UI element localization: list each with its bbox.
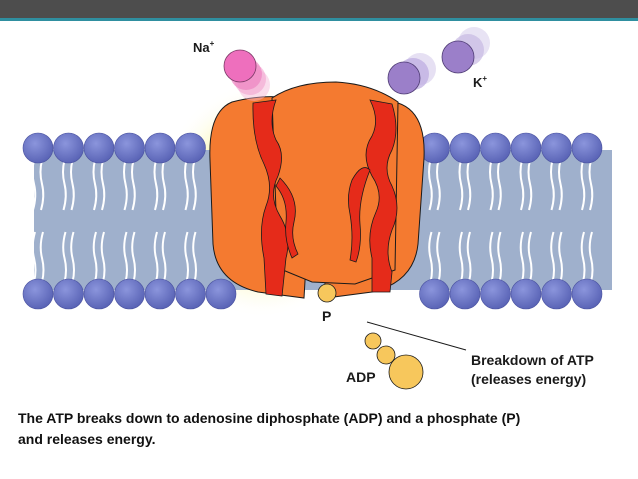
lipid-tail: [550, 231, 555, 283]
lipid-tail: [580, 159, 586, 211]
lipid-tail: [192, 159, 197, 211]
phosphate-label: P: [322, 308, 332, 324]
caption: The ATP breaks down to adenosine diphosp…: [18, 408, 618, 450]
lipid-tail: [62, 159, 67, 211]
lipid-head: [449, 132, 481, 164]
breakdown-label-line1: Breakdown of ATP: [471, 352, 594, 368]
lipid-tail: [153, 159, 159, 211]
lipid-tail: [458, 231, 464, 283]
lipid-tail: [436, 231, 441, 283]
sodium-ion: [223, 49, 270, 101]
lipid-head: [83, 132, 115, 164]
lipid-tail: [100, 159, 106, 211]
lipid-tail: [588, 159, 594, 211]
adp-label: ADP: [346, 369, 376, 385]
lipid-tail: [489, 159, 494, 211]
lipid-tail: [92, 159, 98, 211]
lipid-tail: [161, 159, 167, 211]
lipid-head: [144, 278, 176, 310]
adp-molecule: [364, 332, 424, 390]
lipid-tail: [489, 231, 494, 283]
lipid-tail: [184, 231, 189, 283]
lipid-tail: [458, 159, 464, 211]
lipid-head: [541, 278, 572, 310]
lipid-head: [175, 132, 206, 164]
lipid-tail: [92, 231, 98, 283]
lipid-tail: [153, 231, 159, 283]
lipid-head: [449, 278, 481, 310]
lipid-head: [541, 132, 572, 164]
lipid-tail: [558, 231, 563, 283]
lipid-tail: [519, 231, 525, 283]
breakdown-pointer-line: [366, 321, 467, 351]
lipid-tail: [70, 231, 75, 283]
lipid-tail: [580, 231, 586, 283]
lipid-head: [175, 278, 206, 310]
lipid-tail: [527, 231, 533, 283]
lipid-tail: [70, 159, 75, 211]
lipid-tail: [558, 159, 563, 211]
pump-protein: [209, 81, 425, 299]
slide-header-bar: [0, 0, 638, 21]
lipid-tail: [39, 159, 45, 211]
lipid-head: [114, 132, 145, 164]
potassium-ion: [387, 27, 490, 95]
lipid-head: [144, 132, 176, 164]
lipid-tail: [31, 159, 37, 211]
lipid-tail: [62, 231, 67, 283]
potassium-charge: +: [482, 74, 488, 83]
lipid-tail: [497, 159, 502, 211]
lipid-tail: [428, 231, 433, 283]
lipid-tail: [161, 231, 167, 283]
lipid-head: [114, 278, 145, 310]
lipid-head: [419, 278, 450, 310]
lipid-tail: [184, 159, 189, 211]
lipid-head: [480, 278, 511, 310]
potassium-label: K+: [473, 74, 488, 90]
lipid-head: [571, 278, 603, 310]
lipid-tail: [31, 231, 37, 283]
lipid-tails: [31, 159, 594, 283]
potassium-symbol: K: [473, 75, 483, 90]
lipid-tail: [550, 159, 555, 211]
sodium-charge: +: [209, 39, 215, 48]
lipid-tail: [466, 231, 472, 283]
lipid-head: [22, 278, 54, 310]
lipid-tail: [131, 231, 136, 283]
lipid-head: [22, 132, 54, 164]
caption-line-1: The ATP breaks down to adenosine diphosp…: [18, 410, 521, 426]
lipid-head: [480, 132, 511, 164]
breakdown-label-line2: (releases energy): [471, 371, 587, 387]
lipid-head: [571, 132, 603, 164]
sodium-symbol: Na: [193, 40, 210, 55]
phosphate-ball: [317, 283, 337, 303]
lipid-tail: [192, 231, 197, 283]
lipid-tail: [436, 159, 441, 211]
lipid-tail: [588, 231, 594, 283]
sodium-label: Na+: [193, 39, 215, 55]
lipid-tail: [497, 231, 502, 283]
lipid-tail: [123, 231, 128, 283]
lipid-tail: [519, 159, 525, 211]
lipid-tail: [428, 159, 433, 211]
lipid-tail: [131, 159, 136, 211]
lipid-head: [83, 278, 115, 310]
lipid-head: [510, 132, 542, 164]
lipid-heads: [22, 132, 603, 310]
caption-line-2: and releases energy.: [18, 431, 156, 447]
lipid-head: [53, 132, 84, 164]
lipid-tail: [466, 159, 472, 211]
lipid-tail: [527, 159, 533, 211]
lipid-head: [510, 278, 542, 310]
lipid-tail: [39, 231, 45, 283]
lipid-head: [53, 278, 84, 310]
lipid-tail: [123, 159, 128, 211]
lipid-head: [205, 278, 237, 310]
lipid-tail: [100, 231, 106, 283]
